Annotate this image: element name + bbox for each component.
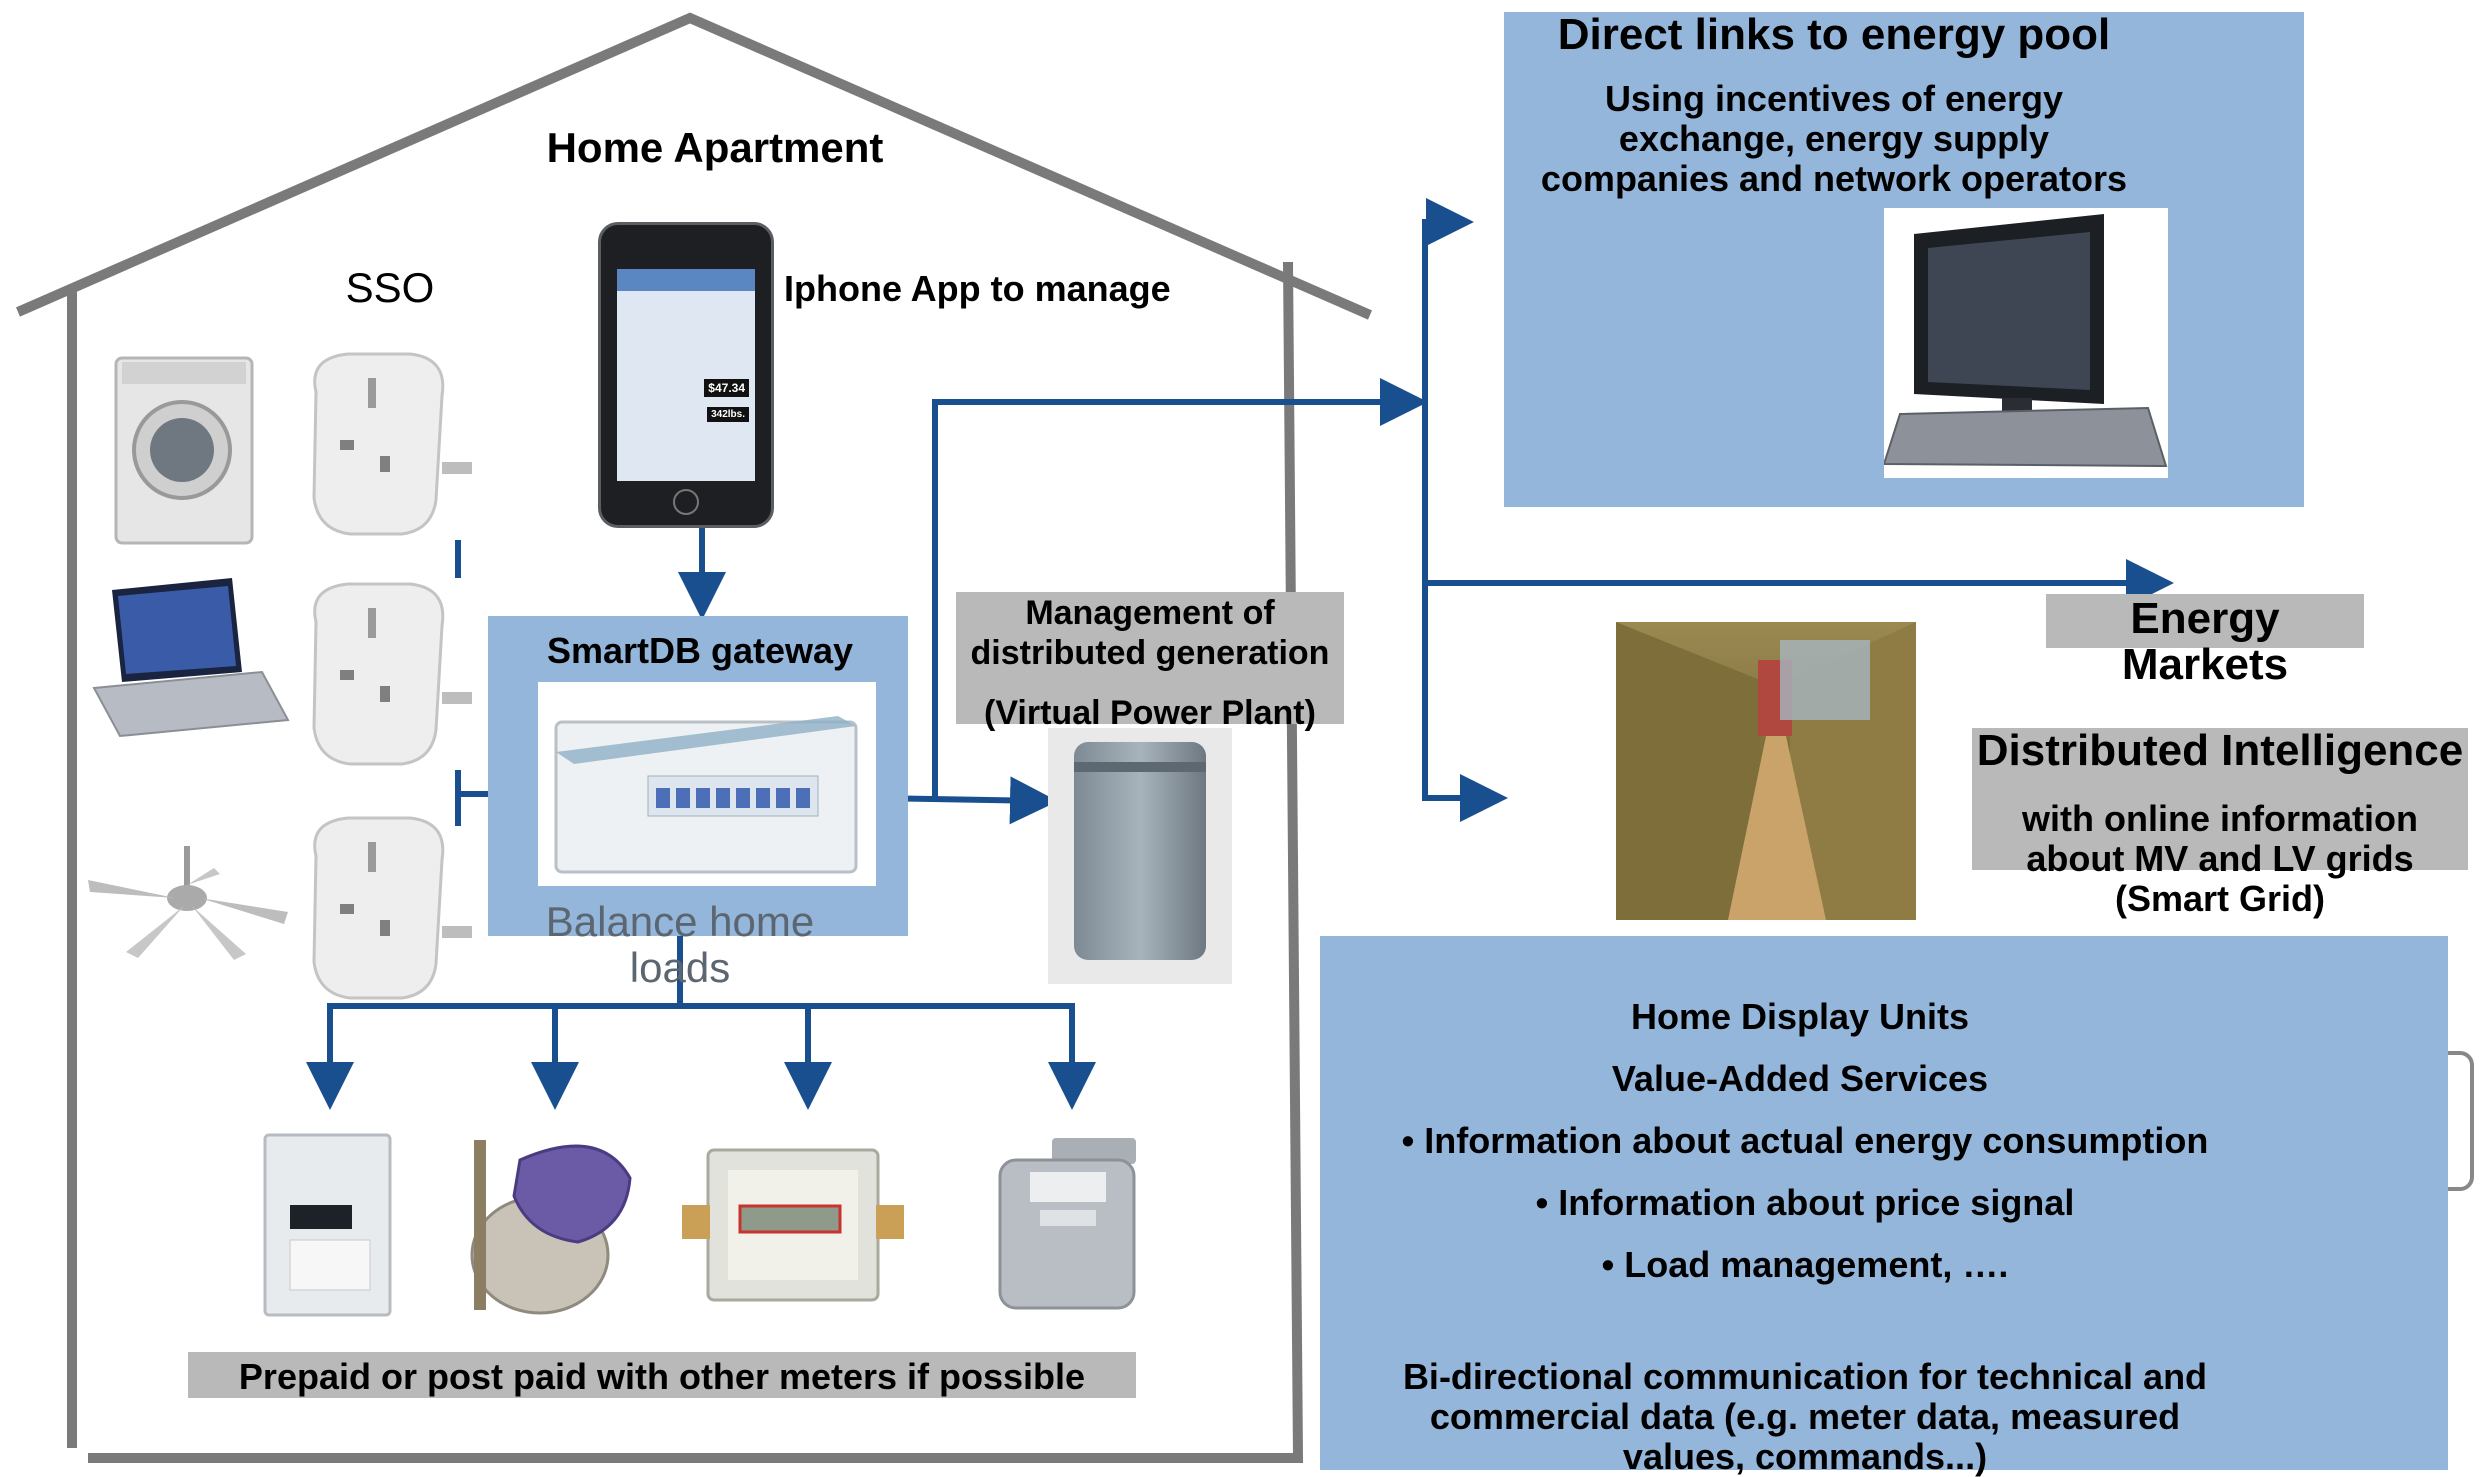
gateway-title: SmartDB gateway [546, 630, 854, 671]
energy-markets-label-bg [2046, 594, 2364, 648]
vpp-line2: distributed generation [970, 634, 1330, 672]
energy-pool-title: Direct links to energy pool [1557, 10, 2111, 59]
iphone-device: $47.34 342lbs. [598, 222, 774, 528]
water-meter-icon [470, 1140, 632, 1315]
socket-adapter-icon [312, 352, 472, 536]
balance-loads-line2: loads [629, 944, 731, 991]
services-bullet: • Load management, …. [1601, 1244, 2009, 1285]
gateway-outgoing-arrows [877, 198, 2174, 825]
laptop-icon [92, 578, 290, 738]
iphone-screen-header [617, 269, 755, 291]
distributed-intelligence-line1: with online information [2022, 798, 2418, 839]
iphone-home-button [673, 489, 699, 515]
energy-markets-line1: Energy [2130, 594, 2280, 643]
energy-pool-line1: Using incentives of energy [1604, 78, 2064, 119]
socket-adapter-icon [312, 582, 472, 766]
services-footer-line3: values, commands...) [1622, 1436, 1988, 1477]
energy-pool-line2: exchange, energy supply [1618, 118, 2050, 159]
services-footer-line1: Bi-directional communication for technic… [1402, 1356, 2208, 1397]
distributed-intelligence-line3: (Smart Grid) [2114, 878, 2326, 919]
meters-caption: Prepaid or post paid with other meters i… [238, 1356, 1086, 1397]
computer-monitor-image [1884, 208, 2168, 478]
cable-trench-photo [1616, 622, 1916, 920]
services-heading2: Value-Added Services [1611, 1058, 1989, 1099]
distribution-board-image [538, 682, 876, 886]
iphone-screen-carbon: 342lbs. [707, 407, 749, 422]
vpp-line1: Management of [1025, 594, 1275, 632]
ceiling-fan-icon [88, 846, 288, 960]
iphone-screen-amount: $47.34 [704, 379, 749, 397]
distributed-intelligence-label-bg [1972, 728, 2468, 870]
virtual-power-plant-device [1048, 728, 1232, 984]
iphone-screen: $47.34 342lbs. [617, 269, 755, 481]
sso-label: SSO [345, 264, 435, 311]
washing-machine-icon [114, 356, 254, 545]
distributed-intelligence-title: Distributed Intelligence [1976, 726, 2464, 775]
distributed-intelligence-line2: about MV and LV grids [2026, 838, 2414, 879]
electricity-meter-icon [263, 1133, 392, 1317]
energy-pool-line3: companies and network operators [1540, 158, 2128, 199]
iphone-app-label: Iphone App to manage [784, 268, 1171, 309]
services-panel [1320, 936, 2448, 1470]
vpp-label-bg [956, 592, 1344, 724]
vpp-line3: (Virtual Power Plant) [984, 694, 1316, 732]
services-bullet: • Information about actual energy consum… [1401, 1120, 2209, 1161]
services-heading1: Home Display Units [1630, 996, 1970, 1037]
services-bullet: • Information about price signal [1535, 1182, 2075, 1223]
gas-meter-icon [682, 1148, 904, 1302]
gas-meter-icon [998, 1138, 1136, 1310]
balance-loads-line1: Balance home [545, 898, 815, 945]
meter-distribution-arrows [306, 880, 1096, 1110]
socket-adapter-icon [312, 816, 472, 1000]
services-footer-line2: commercial data (e.g. meter data, measur… [1429, 1396, 2181, 1437]
energy-markets-line2: Markets [2121, 640, 2289, 689]
house-title: Home Apartment [546, 124, 884, 171]
meters-caption-bg [188, 1352, 1136, 1398]
